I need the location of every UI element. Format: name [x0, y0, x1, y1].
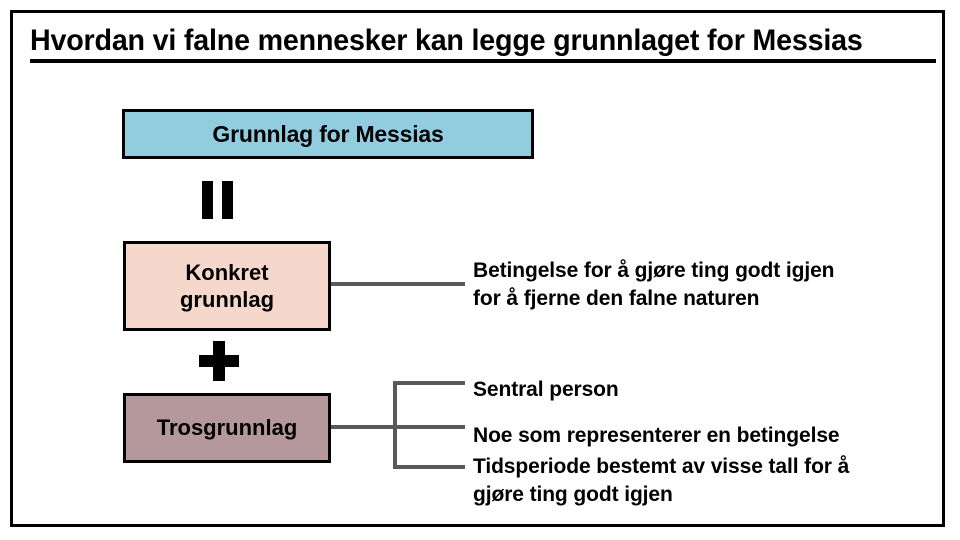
note-sentral-person: Sentral person	[473, 378, 619, 401]
note-konkret-grunnlag-line1: Betingelse for å gjøre ting godt igjen	[473, 259, 835, 282]
connector-konkret-grunnlag	[331, 282, 465, 286]
box-grunnlag-for-messias[interactable]: Grunnlag for Messias	[122, 109, 534, 159]
box-konkret-grunnlag-label-line2: grunnlag	[179, 287, 275, 312]
connector-trosgrunnlag-branch-1	[393, 381, 465, 385]
slide-border-frame	[10, 10, 945, 527]
box-konkret-grunnlag[interactable]: Konkret grunnlag	[123, 241, 331, 331]
note-tidsperiode: Tidsperiode bestemt av visse tall for å …	[473, 453, 923, 509]
connector-trosgrunnlag-branch-2	[393, 425, 465, 429]
note-tidsperiode-line1: Tidsperiode bestemt av visse tall for å	[473, 455, 850, 478]
equals-bar-bottom	[222, 181, 233, 219]
page-title-underline	[30, 59, 936, 63]
equals-bar-top	[202, 181, 213, 219]
note-representerer-betingelse: Noe som representerer en betingelse	[473, 424, 840, 447]
box-trosgrunnlag-label: Trosgrunnlag	[156, 415, 298, 440]
note-konkret-grunnlag-line2: for å fjerne den falne naturen	[473, 287, 760, 310]
box-grunnlag-for-messias-label: Grunnlag for Messias	[212, 120, 444, 147]
box-konkret-grunnlag-label-line1: Konkret	[185, 260, 269, 285]
box-trosgrunnlag[interactable]: Trosgrunnlag	[123, 393, 331, 463]
note-tidsperiode-line2: gjøre ting godt igjen	[473, 483, 673, 506]
plus-operator-icon	[199, 341, 239, 381]
note-konkret-grunnlag: Betingelse for å gjøre ting godt igjen f…	[473, 257, 923, 313]
equals-operator-icon	[200, 181, 234, 219]
plus-horizontal-stroke	[199, 355, 239, 367]
page-title: Hvordan vi falne mennesker kan legge gru…	[30, 24, 863, 57]
connector-trosgrunnlag-branch-3	[393, 465, 465, 469]
connector-trosgrunnlag-stub	[331, 425, 397, 429]
